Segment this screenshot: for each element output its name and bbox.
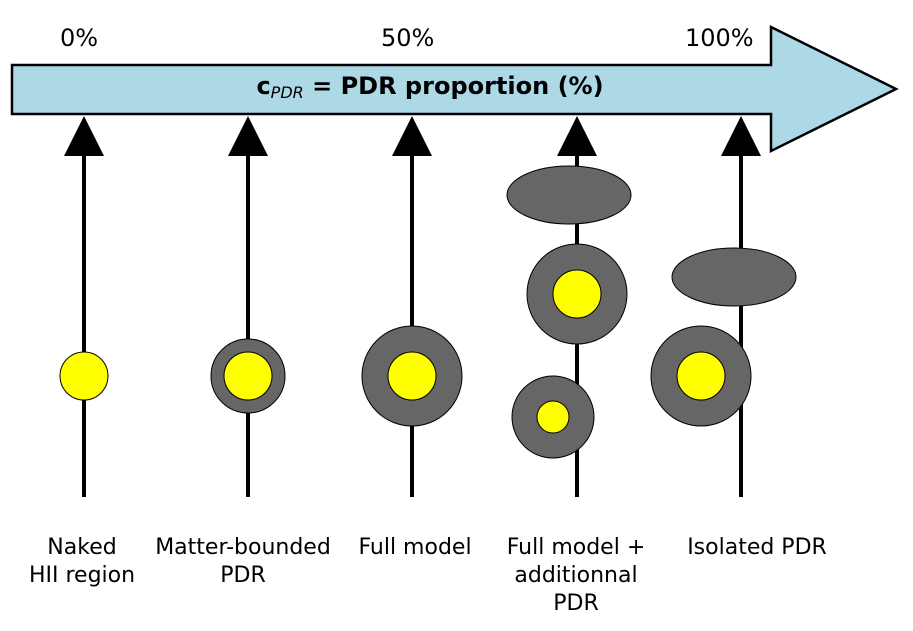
isolated-pdr-cloud: [671, 247, 797, 307]
scale-title-subscript: PDR: [270, 83, 304, 102]
scale-title-symbol: c: [256, 72, 271, 100]
scale-tick-50: 50%: [381, 24, 435, 52]
column-label-line: additionnal: [514, 563, 638, 588]
hii-region-circle: [387, 351, 437, 401]
scale-arrow: [10, 24, 899, 154]
isolated-pdr-cloud: [506, 165, 632, 225]
column-label-naked-hii: Naked HII region: [0, 534, 182, 590]
hii-region-circle: [59, 351, 109, 401]
column-label-line: PDR: [220, 563, 266, 588]
hii-region-circle: [536, 400, 570, 434]
scale-title-text: = PDR proportion (%): [303, 72, 604, 100]
column-label-line: HII region: [28, 563, 136, 588]
hii-region-circle: [676, 351, 726, 401]
column-label-line: PDR: [553, 591, 599, 616]
hii-region-circle: [552, 269, 602, 319]
column-label-line: Naked: [47, 535, 117, 560]
column-label-line: Matter-bounded: [155, 535, 331, 560]
column-label-full-model: Full model: [315, 534, 515, 562]
scale-tick-0: 0%: [60, 24, 99, 52]
hii-region-circle: [223, 351, 273, 401]
column-label-line: Full model +: [506, 535, 646, 560]
column-label-line: Full model: [358, 535, 472, 560]
column-label-isolated-pdr: Isolated PDR: [657, 534, 857, 562]
column-label-full-model-plus: Full model + additionnal PDR: [476, 534, 676, 618]
scale-tick-100: 100%: [685, 24, 754, 52]
column-label-line: Isolated PDR: [687, 535, 827, 560]
scale-title: cPDR = PDR proportion (%): [110, 72, 750, 102]
column-label-matter-bounded: Matter-bounded PDR: [143, 534, 343, 590]
